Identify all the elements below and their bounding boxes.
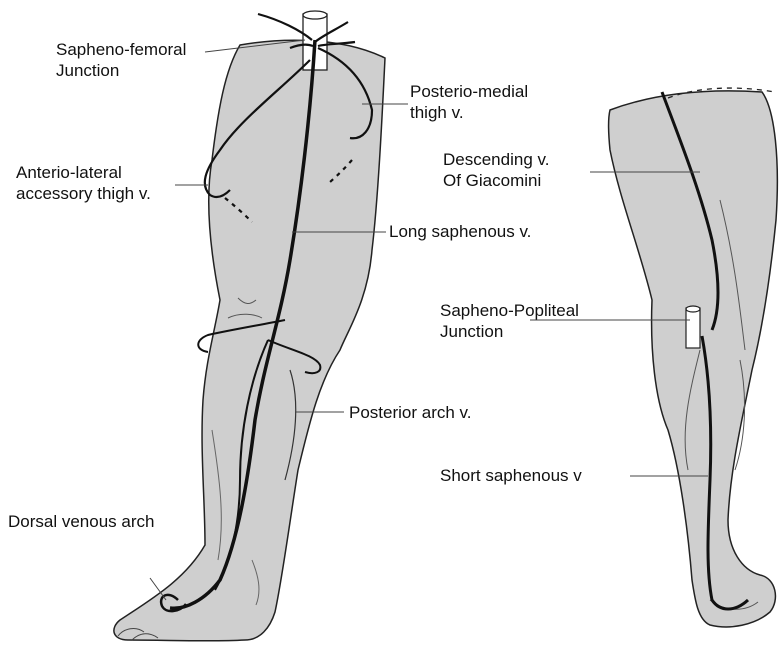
label-anterio-lateral-1: Anterio-lateral <box>16 163 122 183</box>
label-long-saphenous: Long saphenous v. <box>389 222 531 242</box>
label-sapheno-femoral-1: Sapheno-femoral <box>56 40 186 60</box>
label-anterio-lateral-2: accessory thigh v. <box>16 184 151 204</box>
label-posterior-arch: Posterior arch v. <box>349 403 472 423</box>
label-sapheno-femoral-2: Junction <box>56 61 119 81</box>
popliteal-stump-top <box>686 306 700 312</box>
label-sapheno-popliteal-1: Sapheno-Popliteal <box>440 301 579 321</box>
left-leg <box>114 11 385 641</box>
right-leg <box>609 88 778 627</box>
label-short-saphenous: Short saphenous v <box>440 466 582 486</box>
label-posterio-medial-2: thigh v. <box>410 103 464 123</box>
femoral-stump-top <box>303 11 327 19</box>
label-posterio-medial-1: Posterio-medial <box>410 82 528 102</box>
left-leg-outline <box>114 40 385 641</box>
popliteal-stump <box>686 308 700 348</box>
label-descending-1: Descending v. <box>443 150 549 170</box>
label-descending-2: Of Giacomini <box>443 171 541 191</box>
label-dorsal-venous-arch: Dorsal venous arch <box>8 512 154 532</box>
label-sapheno-popliteal-2: Junction <box>440 322 503 342</box>
